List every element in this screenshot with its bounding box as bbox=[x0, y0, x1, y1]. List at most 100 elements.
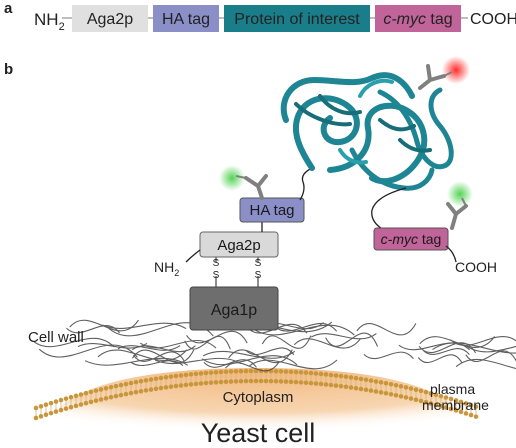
panel-a bbox=[62, 5, 468, 32]
lipid-head bbox=[213, 380, 219, 385]
lipid-head bbox=[173, 373, 179, 379]
panel-a-protein-label: Protein of interest bbox=[234, 11, 360, 28]
lipid-head bbox=[108, 394, 114, 400]
wall-fibre bbox=[184, 335, 231, 350]
lipid-head bbox=[123, 391, 129, 397]
lipid-head bbox=[78, 402, 84, 407]
lipid-head bbox=[253, 368, 259, 374]
lipid-head bbox=[423, 389, 429, 395]
cell-body bbox=[33, 368, 479, 448]
lipid-head bbox=[128, 380, 134, 386]
lipid-head bbox=[218, 379, 224, 385]
lipid-head bbox=[53, 409, 59, 414]
lipid-head bbox=[253, 378, 259, 384]
nh2-link bbox=[185, 249, 201, 263]
fluorophore-link bbox=[443, 71, 453, 77]
lipid-head bbox=[273, 368, 279, 374]
wall-fibre bbox=[97, 349, 188, 361]
lipid-head bbox=[463, 411, 469, 416]
disulfide-labels: S S S S bbox=[213, 258, 262, 281]
lipid-head bbox=[193, 371, 199, 377]
lipid-head bbox=[183, 382, 189, 388]
lipid-head bbox=[408, 386, 414, 391]
lipid-head bbox=[108, 384, 114, 390]
lipid-head bbox=[363, 377, 369, 383]
lipid-head bbox=[58, 407, 64, 413]
lipid-head bbox=[53, 399, 59, 404]
lipid-head bbox=[353, 375, 359, 381]
panel-a-aga2p-label: Aga2p bbox=[87, 11, 133, 28]
wall-fibre bbox=[131, 349, 195, 364]
wall-fibre bbox=[245, 347, 295, 356]
lipid-head bbox=[333, 383, 339, 388]
lipid-head bbox=[38, 414, 44, 419]
wall-fibre bbox=[455, 358, 516, 370]
lipid-head bbox=[318, 371, 324, 377]
lipid-head bbox=[248, 368, 254, 374]
lipid-head bbox=[438, 393, 444, 399]
wall-fibre bbox=[132, 351, 185, 362]
lipid-head bbox=[238, 378, 244, 384]
lipid-head bbox=[368, 388, 374, 393]
lipid-head bbox=[278, 369, 284, 374]
lipid-head bbox=[153, 386, 159, 392]
lipid-head bbox=[393, 392, 399, 398]
lipid-head bbox=[308, 380, 314, 386]
lipid-head bbox=[63, 406, 69, 411]
green-glow-icon bbox=[219, 165, 245, 191]
lipid-head bbox=[158, 375, 164, 381]
lipid-head bbox=[388, 381, 394, 387]
lipid-head bbox=[98, 397, 104, 402]
wall-fibre bbox=[32, 337, 115, 348]
lipid-head bbox=[428, 391, 434, 396]
lipid-head bbox=[333, 373, 339, 378]
panel-a-cmyc-label: c-myc tag bbox=[383, 11, 452, 28]
lipid-head bbox=[48, 400, 54, 406]
green-glow-icon bbox=[447, 181, 473, 207]
cytoplasm-label: Cytoplasm bbox=[223, 389, 294, 406]
lipid-head bbox=[248, 378, 254, 384]
antibody-ha bbox=[219, 165, 268, 200]
lipid-head bbox=[88, 399, 94, 405]
lipid-head bbox=[178, 383, 184, 388]
lipid-head bbox=[38, 404, 44, 409]
lipid-head bbox=[33, 405, 39, 411]
wall-fibre bbox=[203, 359, 257, 368]
lipid-head bbox=[343, 374, 349, 380]
lipid-head bbox=[388, 391, 394, 397]
lipid-head bbox=[228, 369, 234, 374]
lipid-head bbox=[138, 388, 144, 394]
aga2p-box bbox=[199, 231, 279, 258]
cell-wall-fibres bbox=[32, 319, 516, 372]
lipid-head bbox=[328, 372, 334, 378]
lipid-head bbox=[163, 375, 169, 380]
lipid-head bbox=[88, 389, 94, 395]
lipid-head bbox=[298, 370, 304, 375]
lipid-head bbox=[313, 381, 319, 386]
lipid-head bbox=[208, 380, 214, 385]
antibody-cmyc bbox=[446, 181, 473, 230]
lipid-head bbox=[458, 399, 464, 405]
ha-protein-link bbox=[299, 167, 313, 201]
lipid-head bbox=[98, 387, 104, 392]
cmyc-tag-label: c-myc tag bbox=[381, 231, 442, 247]
wall-fibre bbox=[66, 325, 120, 334]
lipid-head bbox=[143, 378, 149, 383]
lipid-head bbox=[438, 403, 444, 409]
lipid-head bbox=[313, 371, 319, 376]
disulfide-bonds bbox=[215, 256, 259, 287]
wall-fibre bbox=[273, 322, 338, 332]
lipid-head bbox=[338, 383, 344, 389]
lipid-head bbox=[413, 397, 419, 403]
lipid-head bbox=[103, 396, 109, 401]
wall-fibre bbox=[465, 345, 516, 353]
cell-wall-label: Cell wall bbox=[28, 329, 84, 346]
lipid-head bbox=[198, 381, 204, 386]
lipid-head bbox=[418, 388, 424, 394]
lipid-head bbox=[323, 372, 329, 377]
lipid-head bbox=[58, 397, 64, 403]
lipid-head bbox=[173, 383, 179, 389]
lipid-head bbox=[178, 373, 184, 378]
lipid-head bbox=[83, 400, 89, 406]
lipid-head bbox=[63, 396, 69, 401]
